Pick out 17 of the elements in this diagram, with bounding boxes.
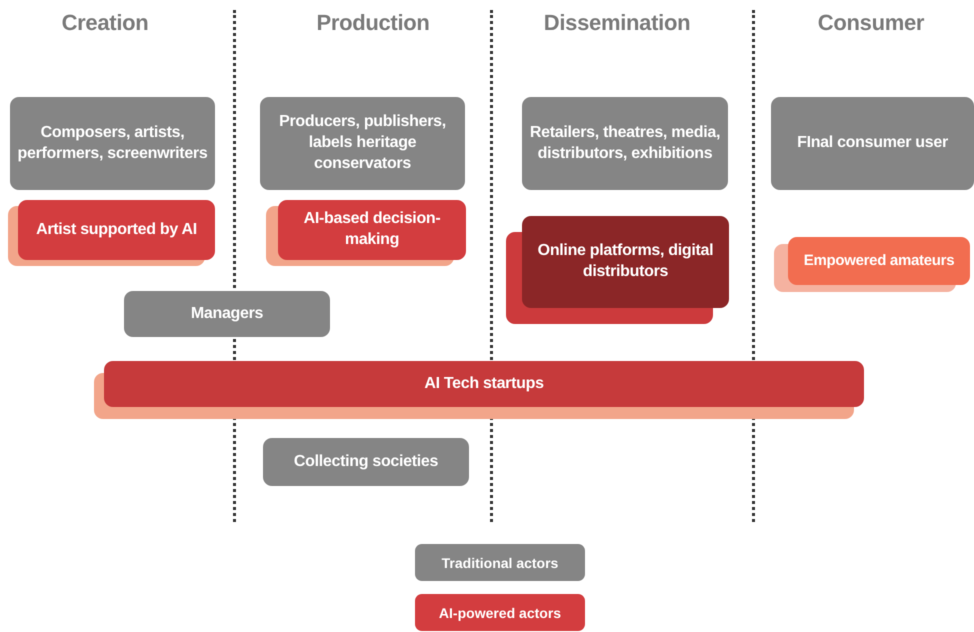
actor-box: Composers, artists, performers, screenwriters bbox=[10, 97, 215, 190]
actor-box: Empowered amateurs bbox=[788, 237, 970, 285]
actor-box: Artist supported by AI bbox=[18, 200, 215, 260]
column-heading: Dissemination bbox=[544, 10, 690, 36]
actor-box: AI-based decision-making bbox=[278, 200, 466, 260]
column-heading: Creation bbox=[62, 10, 148, 36]
actor-box: Online platforms, digital distributors bbox=[522, 216, 729, 308]
actor-box: AI Tech startups bbox=[104, 361, 864, 407]
actor-box: Retailers, theatres, media, distributors, exhibitions bbox=[522, 97, 728, 190]
column-heading: Consumer bbox=[818, 10, 924, 36]
actor-box: FInal consumer user bbox=[771, 97, 974, 190]
actor-box: Collecting societies bbox=[263, 438, 469, 486]
actor-box: Producers, publishers, labels heritage conservators bbox=[260, 97, 465, 190]
actor-box: Managers bbox=[124, 291, 330, 337]
column-heading: Production bbox=[316, 10, 430, 36]
legend-key: AI-powered actors bbox=[415, 594, 585, 631]
legend-key: Traditional actors bbox=[415, 544, 585, 581]
